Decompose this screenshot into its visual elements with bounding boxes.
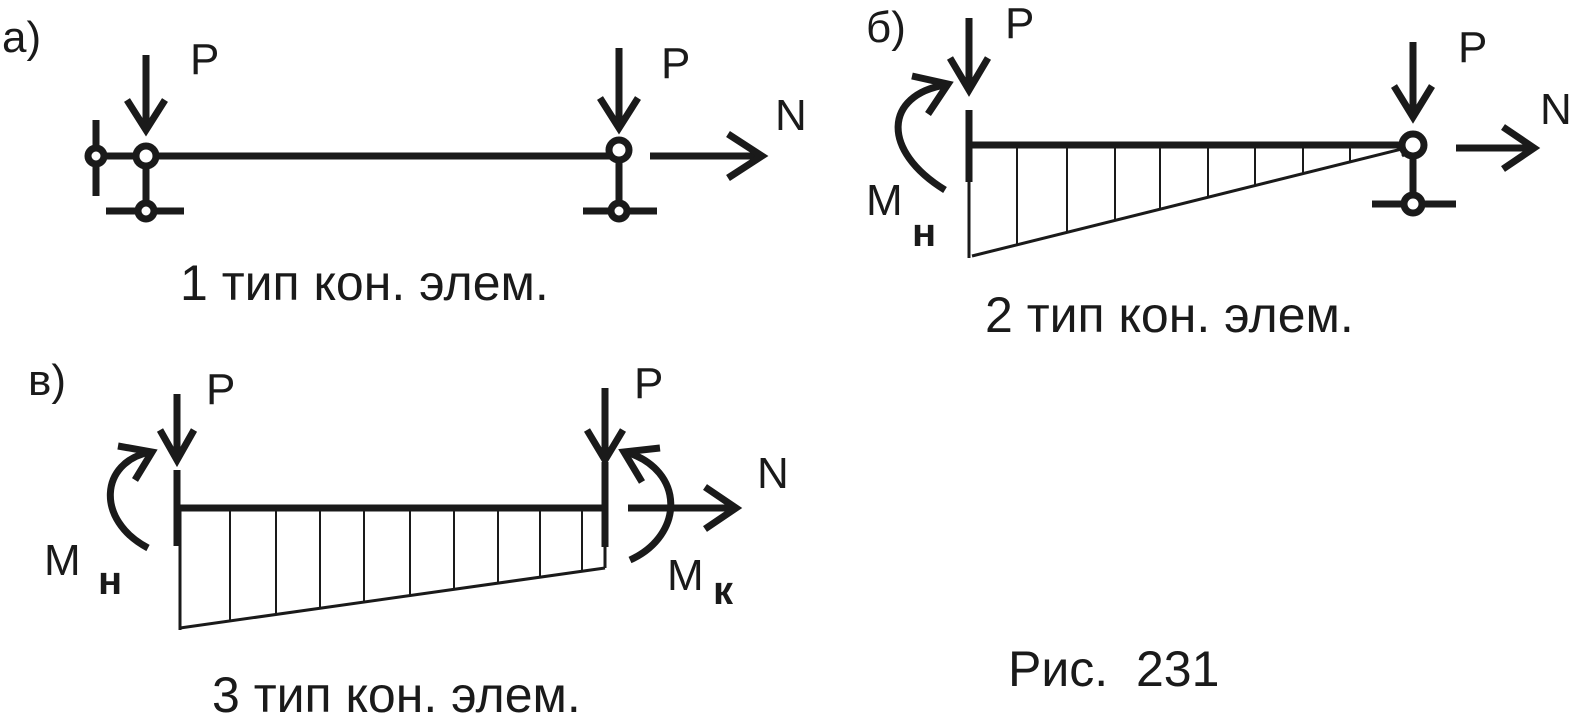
load-label-left-b: P (1005, 0, 1034, 48)
load-label-left-v: P (206, 365, 235, 414)
axial-arrow-b (1456, 124, 1541, 172)
figure-caption: Рис. 231 (1008, 641, 1219, 697)
panel-b: б) P (866, 0, 1572, 343)
node-right-a (605, 136, 633, 164)
axial-arrow-a (650, 131, 769, 181)
node-left-a (132, 142, 160, 170)
moment-label-start-b: M (866, 176, 903, 225)
panel-v-letter: в) (28, 356, 66, 405)
right-support-roller (607, 199, 631, 223)
moment-arrow-end-v (618, 444, 675, 564)
right-support-roller-b (1400, 191, 1426, 217)
panel-a: а) P P N 1 тип кон. (2, 13, 807, 311)
axial-label-a: N (775, 91, 807, 140)
load-label-right-v: P (634, 359, 663, 408)
load-label-right-b: P (1458, 23, 1487, 72)
moment-diagram-b (967, 140, 1422, 258)
moment-diagram-v (178, 508, 607, 630)
axial-label-b: N (1540, 85, 1572, 134)
panel-v: в) P P (28, 356, 789, 723)
node-right-b (1398, 130, 1428, 160)
moment-label-start-v: M (44, 536, 81, 585)
axial-arrow-v (628, 484, 743, 532)
moment-label-start-sub-v: н (98, 559, 122, 603)
load-arrow-left-v (156, 394, 198, 468)
panel-b-caption: 2 тип кон. элем. (985, 287, 1354, 343)
panel-b-letter: б) (866, 3, 906, 52)
panel-v-caption: 3 тип кон. элем. (212, 667, 581, 723)
load-label-left-a: P (190, 35, 219, 84)
support-hinge-outer (84, 144, 108, 168)
moment-label-end-sub-v: к (713, 569, 734, 613)
load-label-right-a: P (661, 39, 690, 88)
panel-a-letter: а) (2, 13, 41, 62)
panel-a-caption: 1 тип кон. элем. (180, 255, 549, 311)
axial-label-v: N (757, 449, 789, 498)
left-support-roller (134, 199, 158, 223)
moment-label-end-v: M (667, 551, 704, 600)
moment-arrow-start-b (894, 72, 954, 193)
load-arrow-left-b (946, 18, 992, 97)
moment-arrow-start-v (106, 442, 158, 552)
load-arrow-right-v (583, 388, 627, 467)
moment-label-start-sub-b: н (912, 211, 936, 255)
load-arrow-left-a (124, 55, 168, 137)
load-arrow-right-b (1391, 42, 1435, 124)
load-arrow-right-a (597, 48, 641, 135)
